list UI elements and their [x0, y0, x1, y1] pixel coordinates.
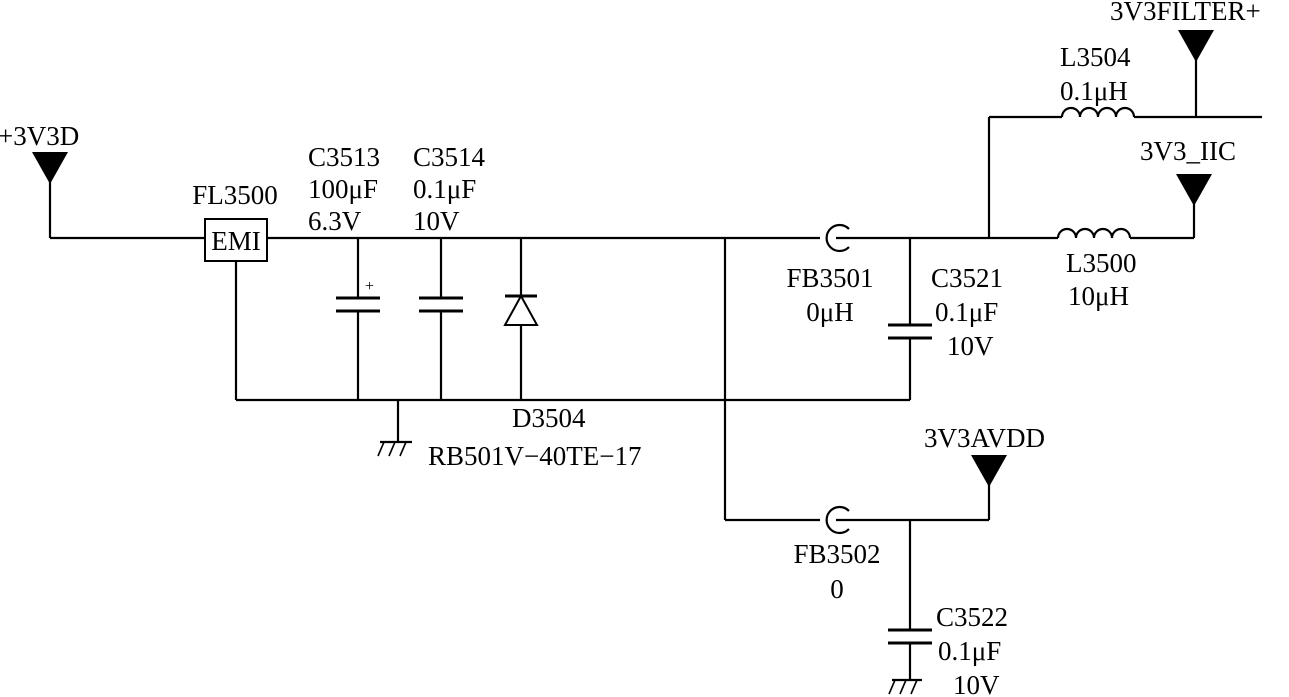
diode-icon	[503, 293, 539, 326]
net-label-3v3filter: 3V3FILTER+	[1110, 0, 1261, 26]
fl3500-ref: FL3500	[192, 180, 278, 210]
inductor-icon	[1060, 106, 1136, 118]
c3522-voltage: 10V	[953, 670, 1000, 697]
c3513-ref: C3513	[308, 142, 380, 172]
l3504-ref: L3504	[1060, 42, 1131, 72]
c3522: C3522 0.1μF 10V	[888, 520, 1008, 697]
c3521: C3521 0.1μF 10V	[888, 238, 1003, 400]
c3521-value: 0.1μF	[935, 297, 998, 327]
c3522-ref: C3522	[936, 602, 1008, 632]
ferrite-bead-icon	[825, 505, 850, 535]
l3500-ref: L3500	[1066, 248, 1137, 278]
l3504: L3504 0.1μH	[987, 42, 1262, 238]
c3521-ref: C3521	[931, 263, 1003, 293]
l3500: L3500 10μH	[990, 227, 1194, 311]
emi-filter-box	[204, 218, 268, 262]
d3504-part: RB501V−40TE−17	[428, 441, 641, 471]
c3514: C3514 0.1μF 10V	[413, 142, 486, 400]
fb3502-ref: FB3502	[793, 539, 880, 569]
c3522-value: 0.1μF	[938, 636, 1001, 666]
inductor-icon	[1056, 227, 1132, 239]
c3514-ref: C3514	[413, 142, 486, 172]
net-3v3avdd: 3V3AVDD	[924, 423, 1045, 520]
net-3v3filter: 3V3FILTER+	[1110, 0, 1261, 117]
fb3502: FB3502 0	[725, 505, 989, 604]
emi-box-text: EMI	[211, 226, 261, 256]
c3514-value: 0.1μF	[413, 174, 476, 204]
l3504-value: 0.1μH	[1060, 76, 1128, 106]
polarity-mark: +	[365, 278, 374, 295]
ground-icon	[888, 679, 918, 695]
fl3500: EMI FL3500	[192, 180, 278, 400]
net-label-3v3d: +3V3D	[0, 121, 79, 151]
d3504-ref: D3504	[512, 403, 586, 433]
ground-icon	[377, 400, 412, 457]
c3521-voltage: 10V	[947, 331, 994, 361]
c3514-voltage: 10V	[413, 206, 460, 236]
fb3502-value: 0	[830, 574, 844, 604]
ferrite-bead-icon	[825, 223, 850, 253]
net-label-3v3avdd: 3V3AVDD	[924, 423, 1045, 453]
net-3v3iic: 3V3_IIC	[1140, 136, 1236, 238]
net-3v3d: +3V3D	[0, 121, 205, 240]
c3513: + C3513 100μF 6.3V	[308, 142, 380, 400]
fb3501-value: 0μH	[806, 297, 853, 327]
fb3501: FB3501 0μH	[786, 223, 990, 327]
net-label-3v3iic: 3V3_IIC	[1140, 136, 1236, 166]
l3500-value: 10μH	[1068, 281, 1129, 311]
c3513-voltage: 6.3V	[308, 206, 362, 236]
fb3501-ref: FB3501	[786, 263, 873, 293]
c3513-value: 100μF	[308, 174, 378, 204]
d3504: D3504 RB501V−40TE−17	[428, 238, 641, 471]
